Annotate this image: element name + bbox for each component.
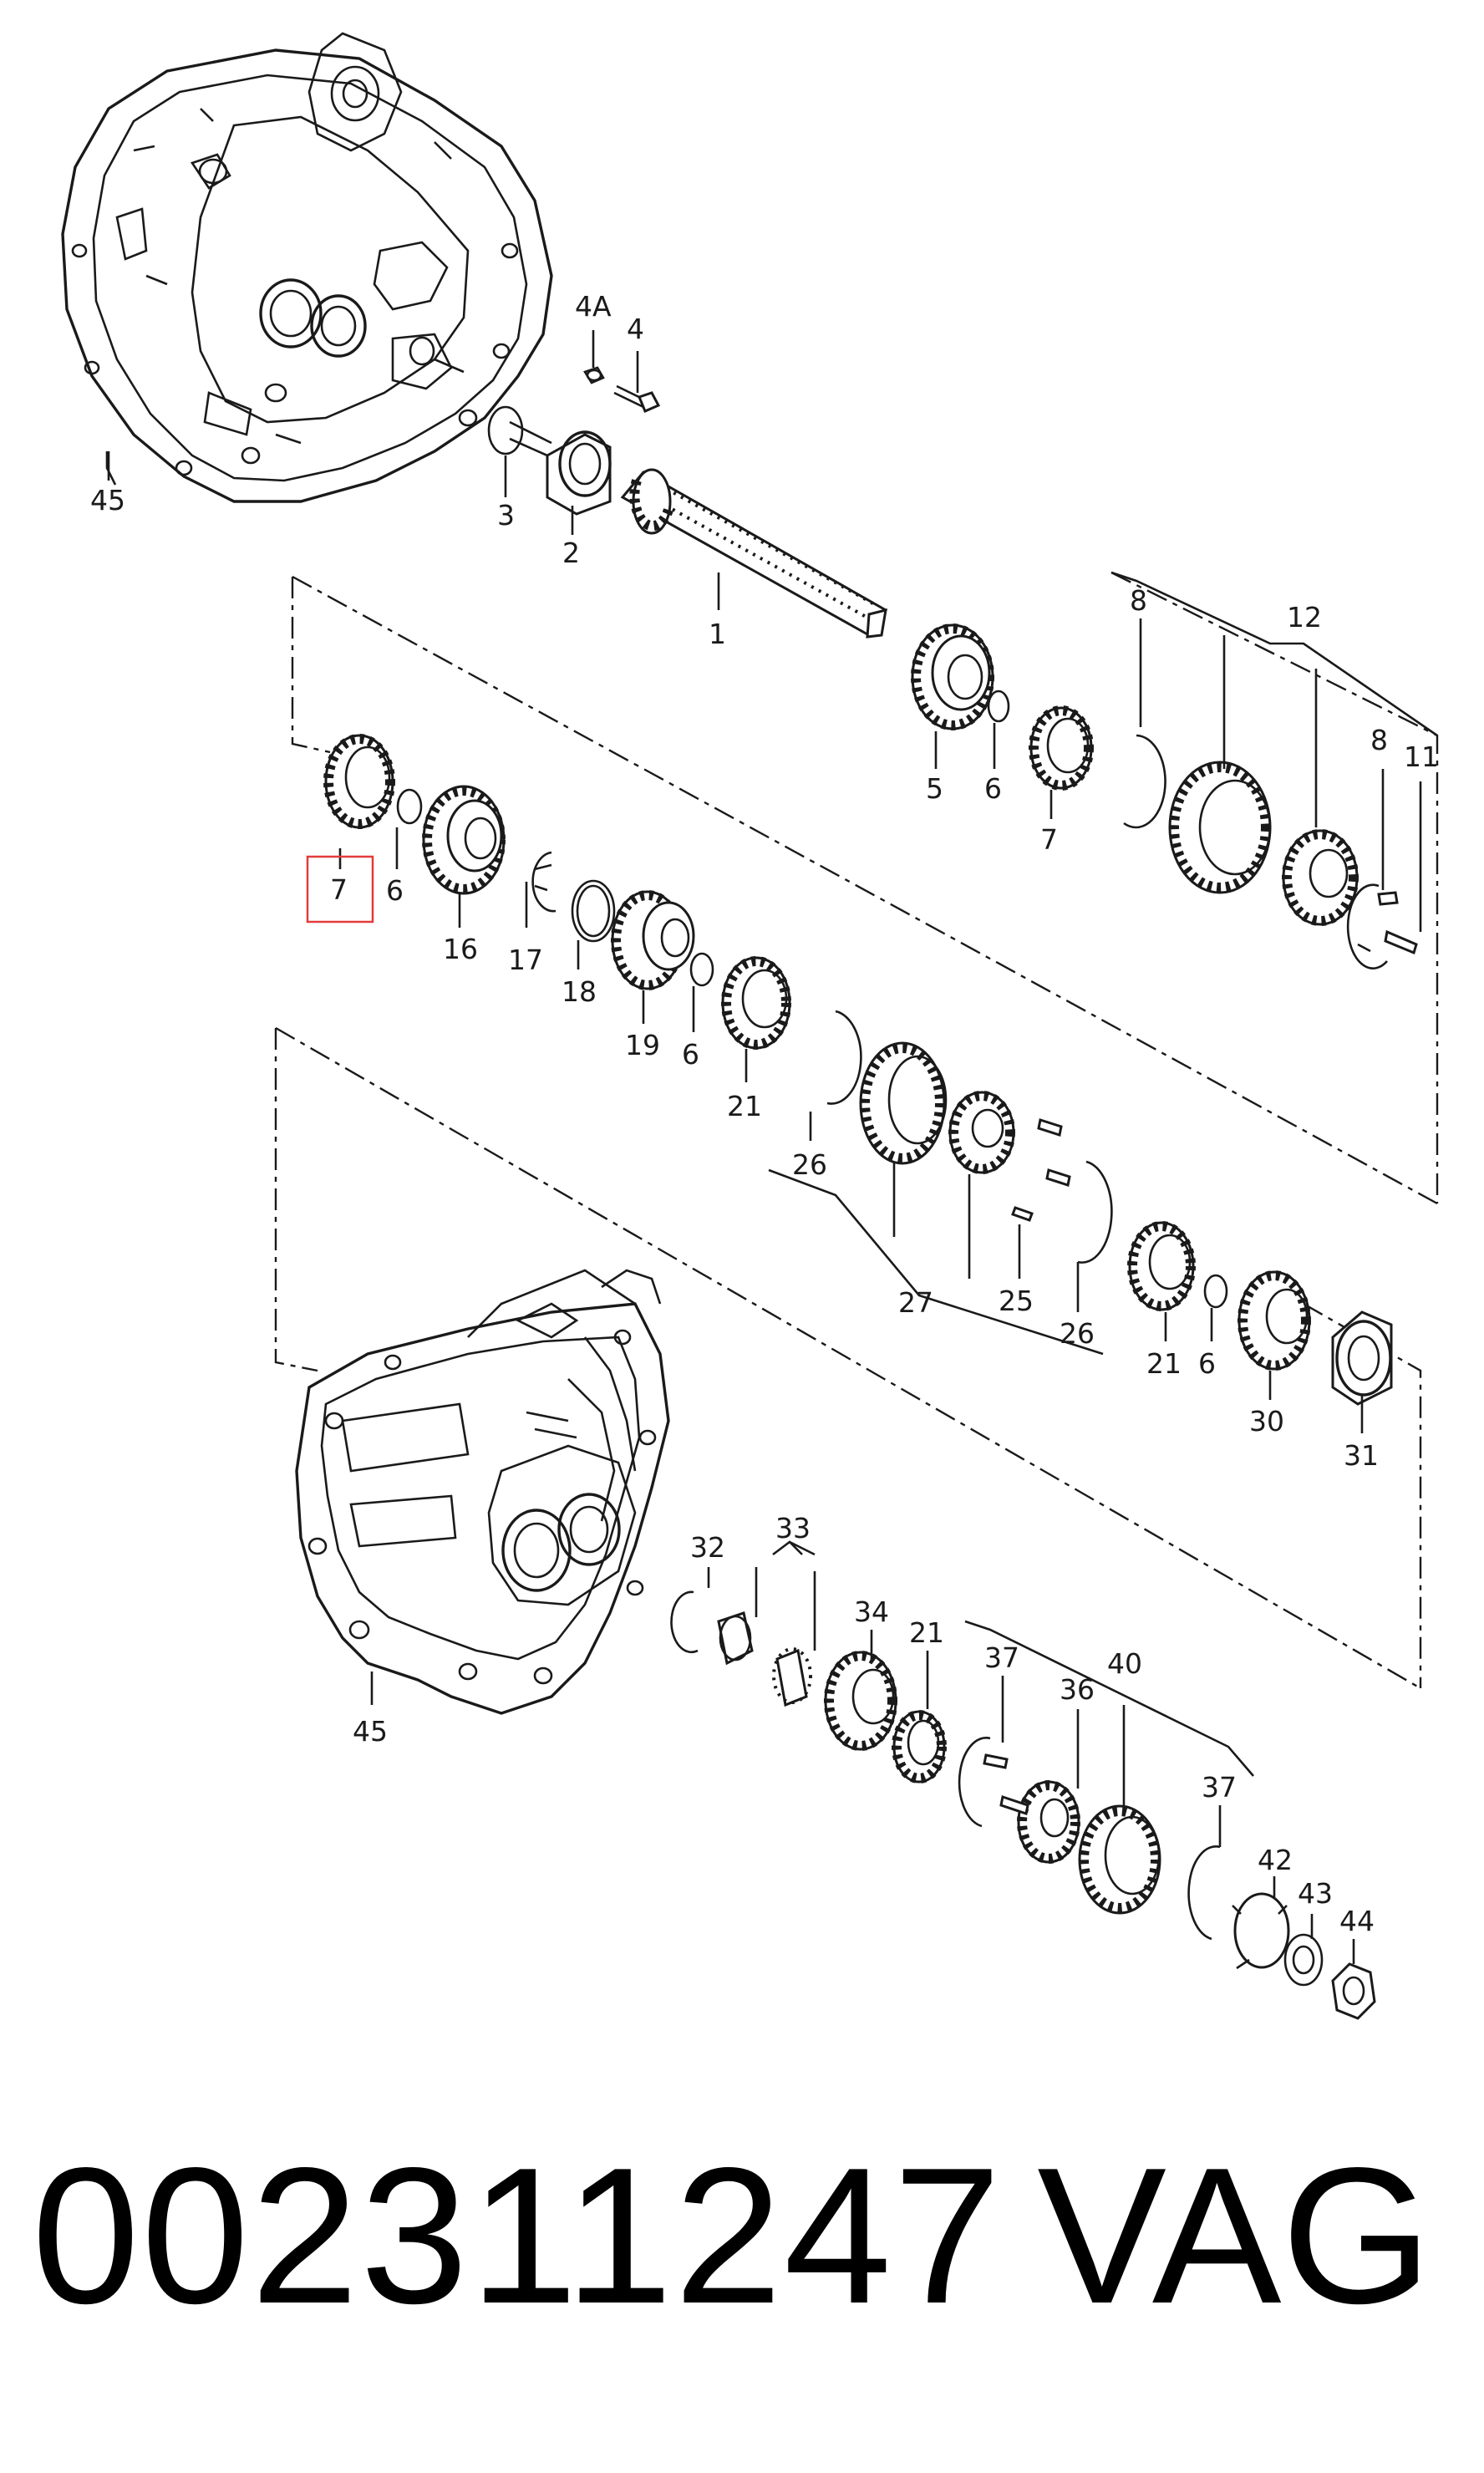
group-outline-lines: [274, 571, 1439, 1690]
label-3: 3: [497, 499, 515, 532]
part-number: 002311247: [32, 2128, 1004, 2344]
label-30: 30: [1249, 1405, 1284, 1437]
label-21-mid: 21: [727, 1090, 762, 1122]
main-shaft-assembly: [487, 366, 1418, 969]
label-26-left: 26: [792, 1148, 827, 1181]
label-11: 11: [1404, 740, 1439, 773]
label-27: 27: [898, 1286, 933, 1319]
label-21-lower: 21: [909, 1616, 944, 1649]
label-7-top: 7: [1040, 823, 1058, 856]
lower-gear-row: [670, 1590, 1376, 2020]
label-2: 2: [562, 537, 580, 569]
label-44: 44: [1339, 1905, 1375, 1937]
label-6-mid: 6: [682, 1038, 699, 1071]
label-7-highlighted: 7: [330, 873, 348, 906]
label-4: 4: [627, 313, 644, 345]
label-25: 25: [999, 1285, 1034, 1317]
label-32: 32: [690, 1531, 725, 1564]
brand-name: VAG: [1037, 2128, 1432, 2344]
label-19: 19: [625, 1029, 660, 1061]
label-43: 43: [1298, 1877, 1333, 1910]
part-labels: 45 4A 4 3 2 1 8 12 8 11 5 6 7 7 6 16 17 …: [90, 290, 1439, 1937]
label-1: 1: [709, 618, 726, 650]
label-6-right: 6: [1198, 1347, 1216, 1380]
label-37-left: 37: [984, 1641, 1019, 1674]
gearbox-housing-lower: [295, 1269, 670, 1715]
label-36: 36: [1060, 1673, 1095, 1706]
label-34: 34: [854, 1595, 889, 1628]
exploded-gearbox-diagram: 45 4A 4 3 2 1 8 12 8 11 5 6 7 7 6 16 17 …: [61, 32, 1439, 2020]
label-6-left: 6: [386, 874, 404, 907]
leader-lines: [107, 330, 1438, 1964]
highlight-box: [306, 855, 374, 924]
middle-gear-row: [323, 734, 1393, 1406]
label-8-upper: 8: [1130, 584, 1147, 617]
label-40: 40: [1107, 1647, 1142, 1680]
label-18: 18: [562, 975, 597, 1008]
label-4a: 4A: [575, 290, 612, 323]
label-31: 31: [1344, 1439, 1379, 1472]
label-45-upper: 45: [90, 484, 125, 516]
label-45-lower: 45: [353, 1715, 388, 1748]
label-42: 42: [1258, 1844, 1293, 1876]
label-33: 33: [775, 1512, 811, 1544]
label-17: 17: [508, 944, 543, 976]
label-6-top: 6: [984, 772, 1002, 805]
label-26-right: 26: [1060, 1317, 1095, 1350]
label-5: 5: [926, 772, 943, 805]
label-12: 12: [1287, 601, 1322, 634]
gearbox-housing-upper: [61, 32, 553, 503]
label-8-right: 8: [1370, 724, 1388, 756]
label-37-right: 37: [1202, 1771, 1237, 1804]
label-16: 16: [443, 933, 478, 965]
label-21-right: 21: [1146, 1347, 1182, 1380]
